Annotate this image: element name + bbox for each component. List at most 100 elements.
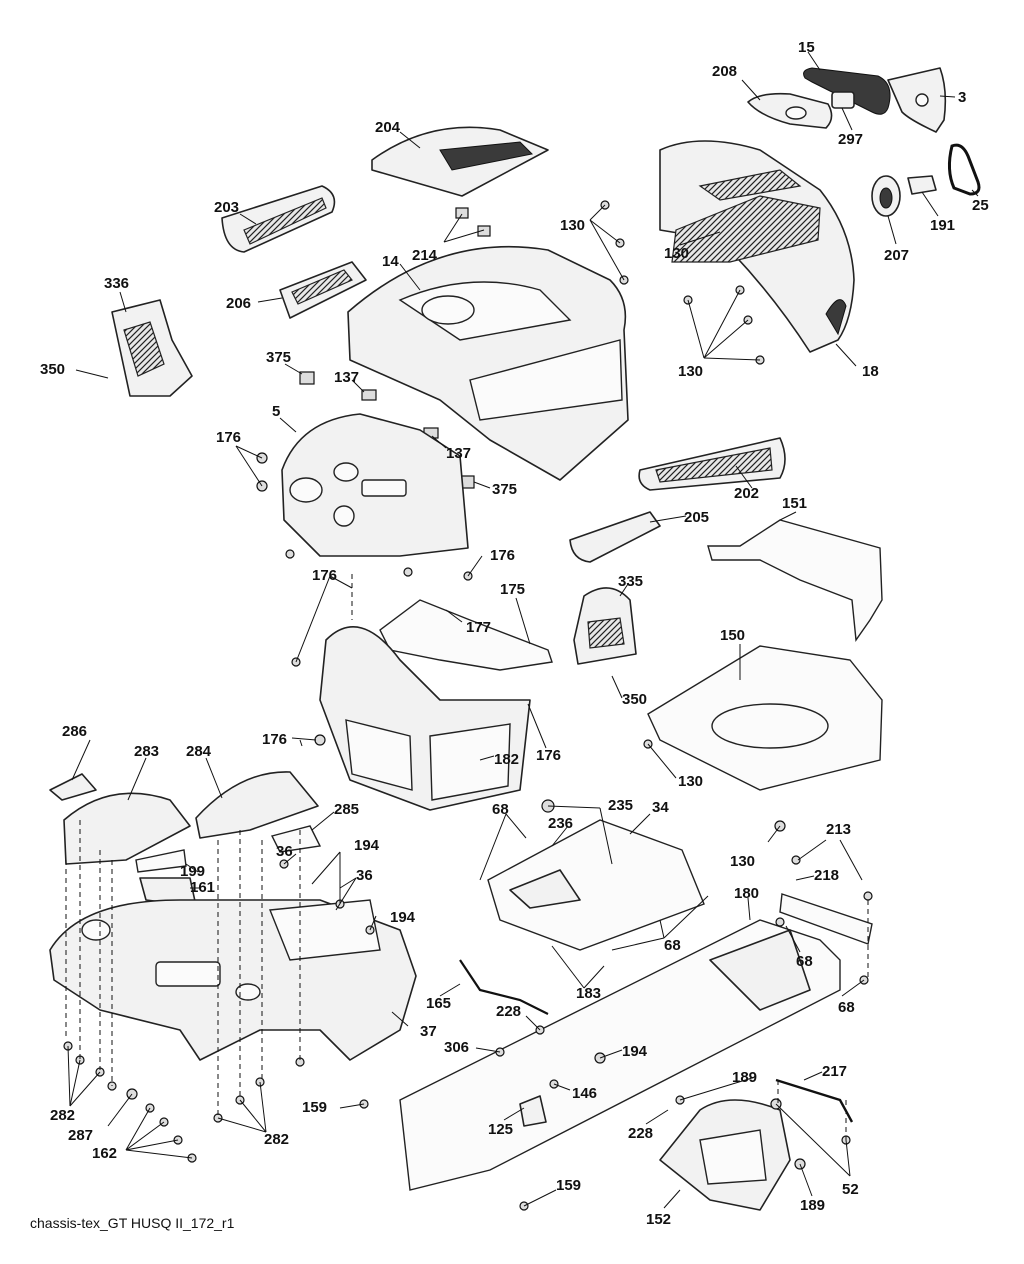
- label-297: 297: [838, 131, 863, 148]
- label-36a: 36: [276, 843, 293, 860]
- bracket-199: [135, 849, 187, 873]
- label-213: 213: [826, 821, 851, 838]
- label-146: 146: [572, 1085, 597, 1102]
- label-284: 284: [186, 743, 212, 760]
- label-206: 206: [226, 295, 251, 312]
- label-176a: 176: [216, 429, 241, 446]
- label-205: 205: [684, 509, 709, 526]
- label-130e: 130: [730, 853, 755, 870]
- floor-pan-150: [647, 645, 883, 791]
- panel-335: [573, 587, 637, 665]
- label-130c: 130: [678, 363, 703, 380]
- side-panel-206: [279, 261, 367, 319]
- rod-217: [775, 1078, 854, 1123]
- label-52: 52: [842, 1181, 859, 1198]
- label-336: 336: [104, 275, 129, 292]
- lamp-socket-207: [871, 175, 901, 217]
- hood-top-panel-204: [371, 126, 549, 197]
- label-208: 208: [712, 63, 737, 80]
- fender-pan-37: [49, 899, 417, 1061]
- frame-180: [399, 919, 841, 1191]
- label-162: 162: [92, 1145, 117, 1162]
- label-283: 283: [134, 743, 159, 760]
- hood-front-18: [659, 140, 855, 353]
- label-176e: 176: [536, 747, 561, 764]
- panel-285: [270, 825, 322, 853]
- label-183: 183: [576, 985, 601, 1002]
- label-137b: 137: [446, 445, 471, 462]
- label-68a: 68: [492, 801, 509, 818]
- leader-lines: [67, 51, 979, 1209]
- clips-214: [455, 207, 491, 237]
- label-199: 199: [180, 863, 205, 880]
- label-152: 152: [646, 1211, 671, 1228]
- label-350b: 350: [622, 691, 647, 708]
- label-137a: 137: [334, 369, 359, 386]
- label-235: 235: [608, 797, 633, 814]
- dash-panel-5: [281, 413, 469, 557]
- label-176b: 176: [490, 547, 515, 564]
- label-214: 214: [412, 247, 438, 264]
- fender-284: [195, 771, 319, 839]
- label-375b: 375: [492, 481, 517, 498]
- label-130a: 130: [560, 217, 585, 234]
- label-203: 203: [214, 199, 239, 216]
- label-37: 37: [420, 1023, 437, 1040]
- label-125: 125: [488, 1121, 513, 1138]
- label-165: 165: [426, 995, 451, 1012]
- fender-283: [63, 792, 191, 865]
- label-68c: 68: [796, 953, 813, 970]
- seat-pan-bracket-151: [707, 519, 883, 642]
- label-202: 202: [734, 485, 759, 502]
- label-285: 285: [334, 801, 359, 818]
- label-350a: 350: [40, 361, 65, 378]
- bracket-125: [519, 1095, 547, 1127]
- rod-165: [459, 959, 549, 1015]
- side-panel-203: [221, 185, 336, 253]
- label-228a: 228: [496, 1003, 521, 1020]
- hood-gasket-15: [803, 67, 891, 115]
- label-218: 218: [814, 867, 839, 884]
- label-130d: 130: [678, 773, 703, 790]
- panel-175: [379, 599, 553, 671]
- label-207: 207: [884, 247, 909, 264]
- dash-trim-205: [569, 511, 661, 563]
- label-177: 177: [466, 619, 491, 636]
- label-228b: 228: [628, 1125, 653, 1142]
- label-282a: 282: [50, 1107, 75, 1124]
- label-176c: 176: [312, 567, 337, 584]
- bracket-218: [779, 893, 873, 945]
- label-236: 236: [548, 815, 573, 832]
- alignment-lines: [65, 574, 869, 1140]
- label-182: 182: [494, 751, 519, 768]
- label-189a: 189: [732, 1069, 757, 1086]
- label-68d: 68: [838, 999, 855, 1016]
- label-194a: 194: [354, 837, 380, 854]
- label-161: 161: [190, 879, 215, 896]
- label-217: 217: [822, 1063, 847, 1080]
- label-176d: 176: [262, 731, 287, 748]
- label-14: 14: [382, 253, 399, 270]
- label-335: 335: [618, 573, 643, 590]
- headlight-lens-208: [747, 92, 833, 129]
- label-5: 5: [272, 403, 280, 420]
- label-180: 180: [734, 885, 759, 902]
- label-194c: 194: [622, 1043, 648, 1060]
- label-175: 175: [500, 581, 525, 598]
- label-68b: 68: [664, 937, 681, 954]
- label-189b: 189: [800, 1197, 825, 1214]
- label-282b: 282: [264, 1131, 289, 1148]
- lower-grille-202: [638, 437, 786, 491]
- label-151: 151: [782, 495, 807, 512]
- label-15: 15: [798, 39, 815, 56]
- label-18: 18: [862, 363, 879, 380]
- label-25: 25: [972, 197, 989, 214]
- label-3: 3: [958, 89, 966, 106]
- label-159a: 159: [302, 1099, 327, 1116]
- side-cover-336: [111, 299, 193, 397]
- seat-pan-152: [659, 1099, 791, 1211]
- label-286: 286: [62, 723, 87, 740]
- part-labels: 15 208 3 297 25 191 207 204 130 130 130 …: [40, 39, 989, 1228]
